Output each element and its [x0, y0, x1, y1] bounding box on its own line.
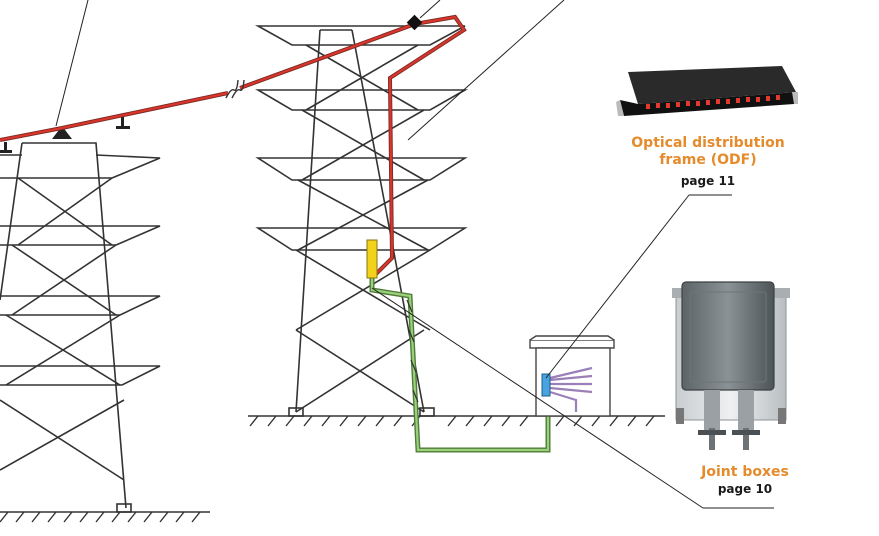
leader-lines: [55, 0, 774, 509]
insulator-icons: [0, 116, 130, 153]
joint-box-page-ref: page 10: [717, 482, 773, 496]
joint-box-title: Joint boxes: [701, 464, 789, 480]
triangle-insulator-icon: [52, 126, 72, 139]
joint-box-image: [672, 281, 790, 450]
odf-page-ref: page 11: [680, 174, 736, 188]
right-tower: [254, 25, 469, 417]
ground-left: [0, 511, 210, 523]
overhead-red-cable: [0, 14, 467, 280]
ground-right: [248, 415, 665, 427]
left-tower: [0, 142, 161, 513]
odf-title: Optical distribution frame (ODF): [631, 135, 785, 168]
patch-cords: [549, 366, 593, 412]
tower-joint-box: [366, 239, 378, 279]
span-break-icon: [225, 79, 239, 99]
hut-joint-box: [541, 373, 551, 397]
odf-image: [616, 66, 798, 116]
